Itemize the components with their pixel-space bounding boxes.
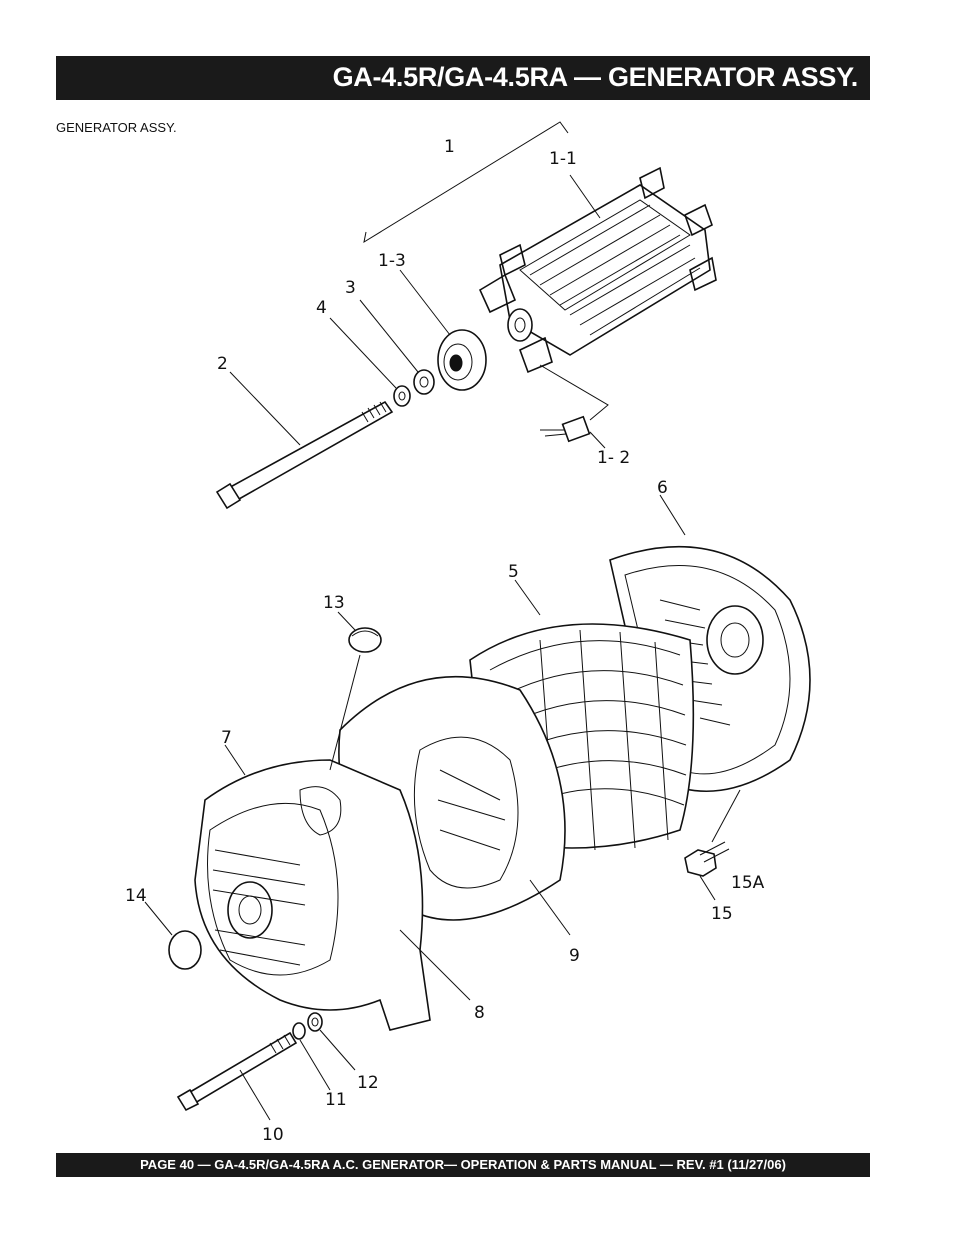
callout-1-3: 1-3: [378, 251, 406, 271]
callout-15a: 15A: [731, 873, 765, 893]
bearing-and-hardware: [215, 269, 609, 510]
callout-9: 9: [569, 946, 580, 966]
small-parts: [144, 611, 741, 1121]
callout-3: 3: [345, 278, 356, 298]
section-label: GENERATOR ASSY.: [56, 120, 177, 135]
callout-14: 14: [125, 886, 147, 906]
callout-10: 10: [262, 1125, 284, 1145]
callout-15: 15: [711, 904, 733, 924]
rotor-assembly: [363, 121, 717, 374]
callout-8: 8: [474, 1003, 485, 1023]
callout-11: 11: [325, 1090, 347, 1110]
callout-12: 12: [357, 1073, 379, 1093]
callout-7: 7: [221, 728, 232, 748]
page-title: GA-4.5R/GA-4.5RA — GENERATOR ASSY.: [332, 62, 859, 92]
callout-4: 4: [316, 298, 327, 318]
callout-1-2: 1- 2: [597, 448, 630, 468]
callout-6: 6: [657, 478, 668, 498]
callout-1: 1: [444, 137, 455, 157]
page-title-bar: GA-4.5R/GA-4.5RA — GENERATOR ASSY.: [56, 56, 870, 100]
callout-1-1: 1-1: [549, 149, 577, 169]
callout-labels: 1 1-1 1-3 1- 2 3 4 2 6 5 13 7 15A 15 14 …: [125, 137, 765, 1145]
callout-5: 5: [508, 562, 519, 582]
page-footer-bar: PAGE 40 — GA-4.5R/GA-4.5RA A.C. GENERATO…: [56, 1153, 870, 1177]
front-housing: [194, 744, 431, 1031]
callout-13: 13: [323, 593, 345, 613]
page-footer: PAGE 40 — GA-4.5R/GA-4.5RA A.C. GENERATO…: [140, 1157, 786, 1172]
callout-2: 2: [217, 354, 228, 374]
